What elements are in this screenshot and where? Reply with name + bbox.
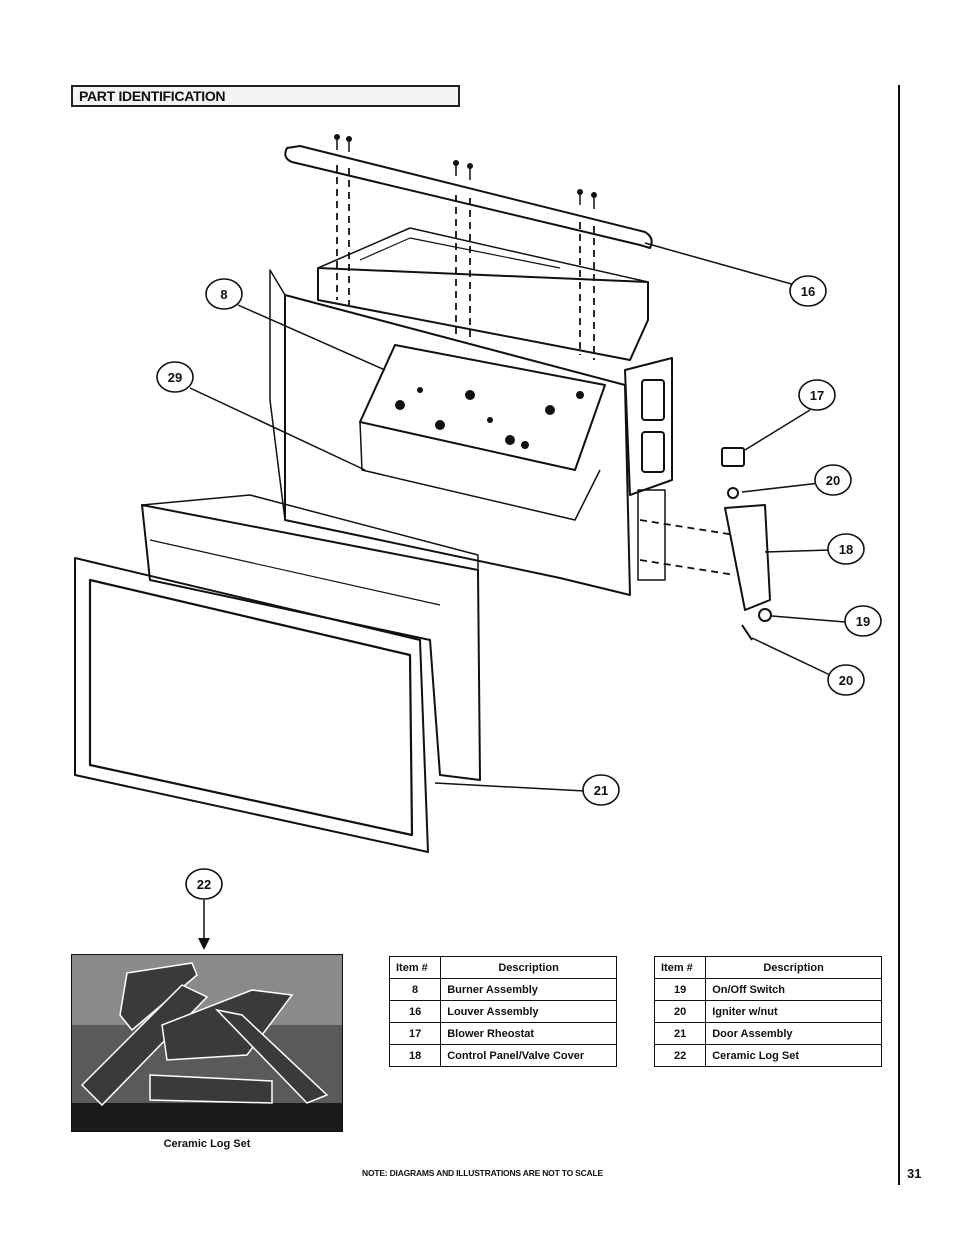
callout-20: 20 xyxy=(826,473,840,488)
cell-description: Burner Assembly xyxy=(440,978,617,1001)
burner-assembly xyxy=(359,344,606,471)
table-row: 22 Ceramic Log Set xyxy=(653,1044,882,1067)
table-row: 8 Burner Assembly xyxy=(388,978,617,1001)
table-row: 20 Igniter w/nut xyxy=(653,1000,882,1023)
cell-description: Control Panel/Valve Cover xyxy=(440,1044,617,1067)
callout-17: 17 xyxy=(810,388,824,403)
callout-19: 19 xyxy=(856,614,870,629)
parts-table-2: Item # Description 19 On/Off Switch 20 I… xyxy=(653,956,882,1067)
callout-16: 16 xyxy=(801,284,815,299)
header-item: Item # xyxy=(388,956,442,979)
control-panel xyxy=(724,504,771,611)
header-item: Item # xyxy=(653,956,707,979)
callout-22: 22 xyxy=(197,877,211,892)
table-header: Item # Description xyxy=(653,956,882,979)
cell-item: 19 xyxy=(653,978,707,1001)
table-row: 19 On/Off Switch xyxy=(653,978,882,1001)
cell-description: Ceramic Log Set xyxy=(705,1044,882,1067)
cell-description: Igniter w/nut xyxy=(705,1000,882,1023)
cell-item: 8 xyxy=(388,978,442,1001)
table-header: Item # Description xyxy=(388,956,617,979)
ceramic-log-photo xyxy=(71,954,343,1132)
callout-18: 18 xyxy=(839,542,853,557)
header-description: Description xyxy=(440,956,617,979)
cell-item: 18 xyxy=(388,1044,442,1067)
cell-item: 16 xyxy=(388,1000,442,1023)
page-number: 31 xyxy=(907,1166,922,1181)
callout-29: 29 xyxy=(168,370,182,385)
header-description: Description xyxy=(705,956,882,979)
cell-item: 22 xyxy=(653,1044,707,1067)
cell-description: Louver Assembly xyxy=(440,1000,617,1023)
cell-description: Blower Rheostat xyxy=(440,1022,617,1045)
callout-20b: 20 xyxy=(839,673,853,688)
cell-item: 20 xyxy=(653,1000,707,1023)
cell-description: On/Off Switch xyxy=(705,978,882,1001)
photo-caption: Ceramic Log Set xyxy=(163,1138,251,1150)
cell-item: 21 xyxy=(653,1022,707,1045)
page-rule xyxy=(898,85,900,1185)
table-row: 21 Door Assembly xyxy=(653,1022,882,1045)
section-title: PART IDENTIFICATION xyxy=(71,85,460,107)
callout-21: 21 xyxy=(594,783,608,798)
table-row: 16 Louver Assembly xyxy=(388,1000,617,1023)
table-row: 17 Blower Rheostat xyxy=(388,1022,617,1045)
table-row: 18 Control Panel/Valve Cover xyxy=(388,1044,617,1067)
louver-assembly xyxy=(284,145,653,249)
cell-item: 17 xyxy=(388,1022,442,1045)
callout-8: 8 xyxy=(220,287,227,302)
parts-table-1: Item # Description 8 Burner Assembly 16 … xyxy=(388,956,617,1067)
cell-description: Door Assembly xyxy=(705,1022,882,1045)
scale-note: NOTE: DIAGRAMS AND ILLUSTRATIONS ARE NOT… xyxy=(362,1168,603,1178)
